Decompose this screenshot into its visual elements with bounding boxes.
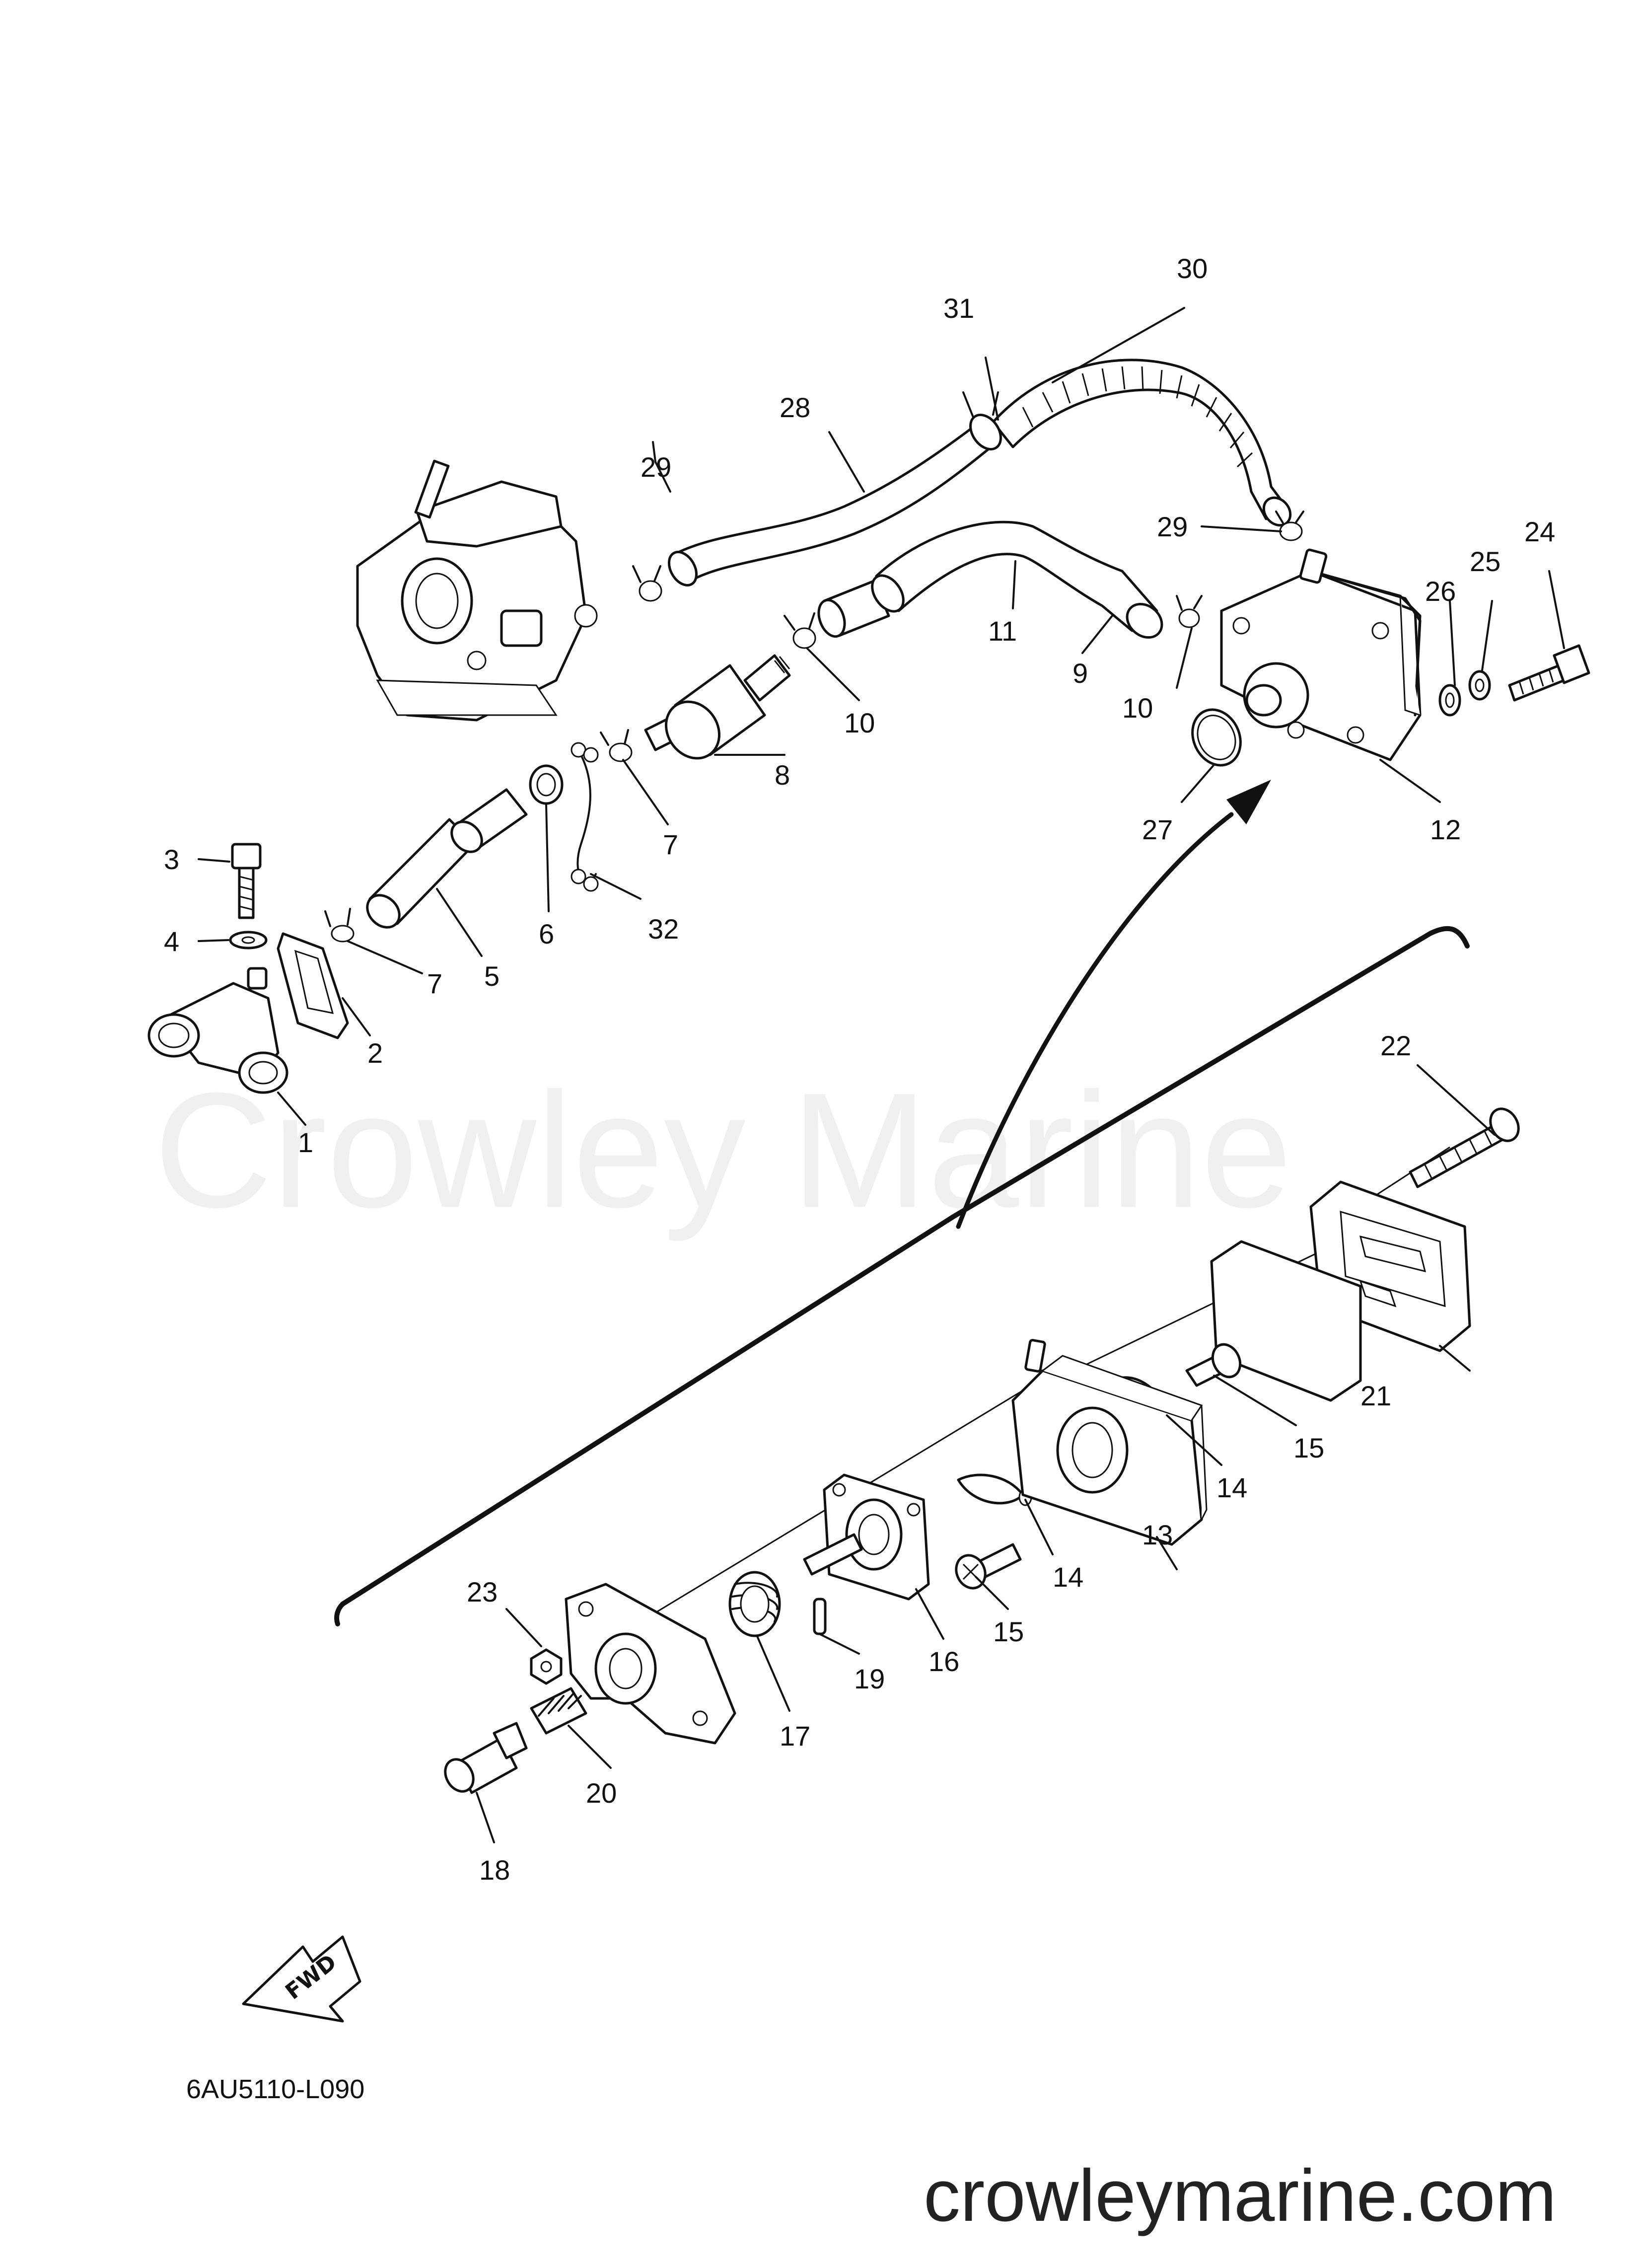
washer bbox=[229, 931, 268, 950]
pump-screw-long bbox=[1409, 1107, 1520, 1188]
callout-labels: 1 2 3 4 5 6 7 7 8 9 10 10 11 12 13 14 14… bbox=[164, 253, 1555, 1886]
callout-25: 25 bbox=[1470, 546, 1500, 577]
pump-spring bbox=[728, 1571, 781, 1637]
callout-27: 27 bbox=[1142, 814, 1173, 845]
separator-bracket bbox=[334, 780, 1470, 1626]
callout-32: 32 bbox=[648, 913, 679, 945]
plunger bbox=[444, 1722, 528, 1794]
callout-19: 19 bbox=[854, 1663, 885, 1694]
callout-14-right: 14 bbox=[1216, 1472, 1247, 1503]
callout-26: 26 bbox=[1425, 576, 1456, 607]
fuel-hose-short bbox=[366, 788, 528, 929]
callout-20: 20 bbox=[586, 1777, 617, 1809]
callout-15-right: 15 bbox=[1293, 1432, 1324, 1463]
callout-29-right: 29 bbox=[1157, 511, 1188, 542]
callout-1: 1 bbox=[298, 1127, 313, 1158]
explosion-axis bbox=[595, 1146, 1450, 1650]
callout-31: 31 bbox=[943, 293, 974, 324]
callout-18: 18 bbox=[479, 1854, 510, 1886]
callout-12: 12 bbox=[1430, 814, 1461, 845]
fuel-joint bbox=[147, 967, 288, 1094]
washer bbox=[1468, 670, 1491, 701]
clip bbox=[632, 565, 662, 602]
callout-16: 16 bbox=[928, 1646, 959, 1677]
callout-24: 24 bbox=[1524, 516, 1555, 547]
callout-7-upper: 7 bbox=[663, 829, 678, 860]
callout-11: 11 bbox=[988, 615, 1017, 647]
callout-5: 5 bbox=[484, 960, 500, 992]
callout-3: 3 bbox=[164, 844, 179, 875]
pump-diaphragm-plate bbox=[803, 1473, 930, 1601]
callout-13: 13 bbox=[1142, 1519, 1173, 1550]
callout-8: 8 bbox=[775, 759, 790, 791]
hose-clamp bbox=[529, 764, 564, 805]
callout-23: 23 bbox=[467, 1576, 498, 1608]
spring-washer bbox=[1438, 684, 1461, 717]
fuel-pump-assembly bbox=[1220, 548, 1422, 761]
pump-screw bbox=[1185, 1343, 1242, 1387]
watermark-text: Crowley Marine bbox=[154, 1058, 1292, 1243]
fuel-filter bbox=[644, 654, 791, 760]
callout-30: 30 bbox=[1177, 253, 1208, 284]
callout-28: 28 bbox=[780, 392, 810, 423]
fuel-hose-long bbox=[871, 520, 1163, 639]
callout-9: 9 bbox=[1072, 658, 1088, 689]
bolt bbox=[1508, 644, 1590, 702]
callout-22: 22 bbox=[1380, 1030, 1411, 1061]
corrugated-hose bbox=[992, 359, 1292, 527]
callout-10-left: 10 bbox=[844, 707, 875, 738]
carburetor bbox=[356, 459, 598, 722]
wire-clip bbox=[571, 742, 599, 892]
callout-17: 17 bbox=[780, 1720, 810, 1752]
callout-7-lower: 7 bbox=[427, 968, 442, 999]
small-spring bbox=[530, 1687, 587, 1735]
hose-clip bbox=[962, 391, 1002, 451]
leader-lines bbox=[198, 307, 1565, 1843]
callout-6: 6 bbox=[539, 918, 554, 950]
clip bbox=[784, 595, 1203, 649]
gasket bbox=[277, 932, 349, 1039]
callout-21: 21 bbox=[1360, 1380, 1391, 1411]
bolt bbox=[231, 843, 262, 919]
pump-base bbox=[565, 1583, 736, 1745]
site-url: crowleymarine.com bbox=[924, 2155, 1557, 2237]
pump-body bbox=[1011, 1339, 1208, 1546]
callout-15-left: 15 bbox=[993, 1616, 1024, 1647]
nut bbox=[530, 1648, 563, 1685]
fwd-arrow-icon: FWD bbox=[242, 1935, 361, 2023]
o-ring bbox=[1191, 708, 1242, 767]
callout-10-right: 10 bbox=[1122, 692, 1153, 724]
drawing-code: 6AU5110-L090 bbox=[186, 2074, 364, 2104]
callout-2: 2 bbox=[367, 1037, 383, 1069]
callout-4: 4 bbox=[164, 926, 179, 957]
clip bbox=[1275, 511, 1304, 541]
callout-14-left: 14 bbox=[1053, 1561, 1083, 1593]
callout-29-left: 29 bbox=[641, 451, 671, 483]
pump-pin bbox=[813, 1598, 827, 1635]
clip bbox=[324, 729, 633, 943]
